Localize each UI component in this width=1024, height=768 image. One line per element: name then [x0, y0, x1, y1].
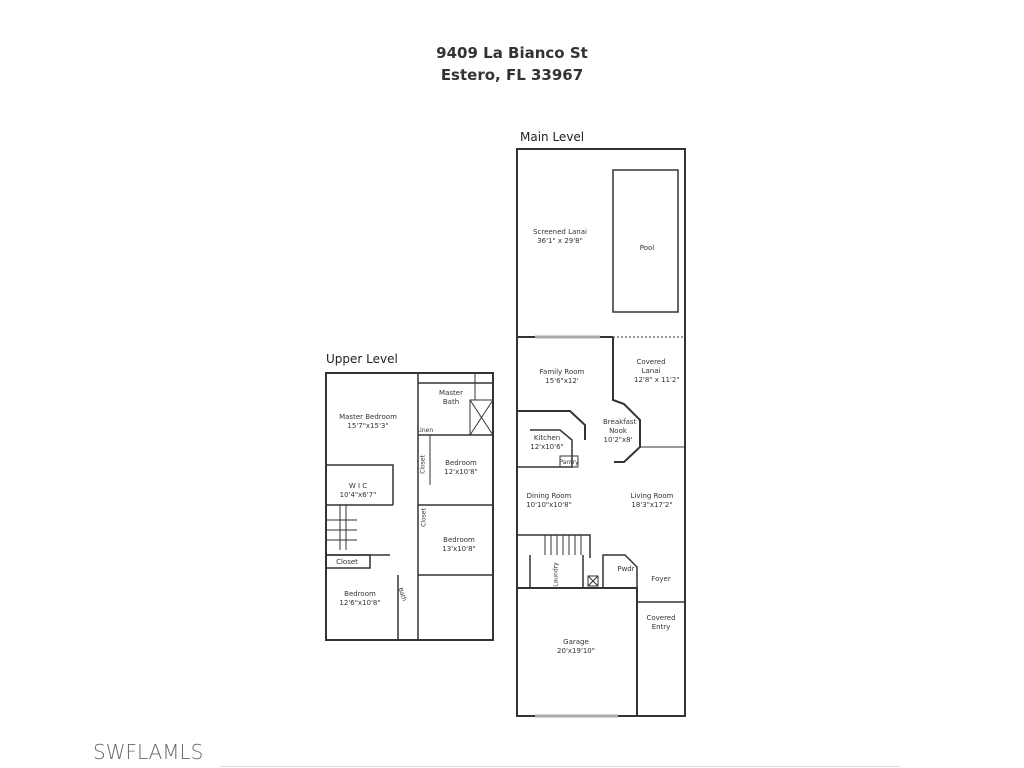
wall [602, 554, 638, 588]
pool-outline [612, 169, 679, 313]
room-size: 12'8" x 11'2" [634, 376, 680, 384]
room-name: Breakfast Nook [603, 418, 637, 435]
room-size: 12'x10'6" [530, 443, 564, 451]
room-name: Pantry [559, 459, 579, 466]
room-size: 10'10"x10'8" [526, 501, 572, 509]
room-name: Closet [419, 455, 427, 474]
room-closet: Closet [336, 558, 358, 567]
room-size: 15'6"x12' [545, 377, 579, 385]
room-name: Master Bedroom [339, 413, 397, 421]
main-level-label: Main Level [520, 130, 585, 144]
room-name: Bedroom [344, 590, 376, 598]
room-foyer: Foyer [651, 575, 670, 584]
room-name: Master Bath [439, 389, 463, 406]
room-size: 12'x10'8" [444, 468, 478, 476]
room-name: Living Room [630, 492, 674, 500]
hvac-icon [587, 575, 599, 587]
room-closet: Closet [420, 508, 429, 527]
room-size: 15'7"x15'3" [347, 422, 389, 430]
room-size: 36'1" x 29'8" [537, 237, 583, 245]
wall [612, 337, 641, 463]
room-covered-entry: Covered Entry [646, 614, 676, 632]
room-name: Covered Entry [646, 614, 676, 631]
room-name: Pool [639, 244, 655, 252]
address-line-1: 9409 La Bianco St [436, 44, 588, 62]
room-name: Screened Lanai [533, 228, 587, 236]
room-name: Laundry [552, 562, 560, 587]
watermark-logo: SWFLAMLS [93, 740, 204, 764]
room-laundry: Laundry [552, 562, 561, 586]
room-pantry: Pantry [559, 458, 578, 467]
room-name: Pwdr [617, 565, 635, 573]
upper-level-label: Upper Level [326, 352, 398, 366]
room-size: 10'4"x6'7" [339, 491, 377, 499]
room-size: 12'6"x10'8" [339, 599, 381, 607]
room-name: Foyer [651, 575, 671, 583]
kitchen-counter [517, 429, 573, 468]
room-pool: Pool [640, 244, 654, 253]
room-name: Dining Room [526, 492, 572, 500]
upper-level-outline [325, 372, 494, 641]
room-size: 18'3"x17'2" [631, 501, 673, 509]
pantry [559, 455, 579, 468]
room-name: Family Room [539, 368, 585, 376]
room-name: Covered Lanai [636, 358, 666, 375]
room-name: Garage [563, 638, 589, 646]
room-name: Linen [416, 427, 434, 434]
room-name: Closet [420, 508, 428, 527]
room-name: W I C [348, 482, 368, 490]
footer-divider [220, 766, 900, 767]
room-name: Bedroom [445, 459, 477, 467]
stairs [517, 534, 591, 558]
kitchen-counter [517, 410, 586, 440]
room-name: Closet [336, 558, 358, 566]
room-size: 20'x19'10" [557, 647, 595, 655]
room-name: Kitchen [533, 434, 561, 442]
room-powder: Pwdr [617, 565, 634, 574]
room-master-bath: Master Bath [438, 389, 464, 407]
room-size: 13'x10'8" [442, 545, 476, 553]
room-size: 10'2"x8' [603, 436, 633, 444]
room-name: Bedroom [443, 536, 475, 544]
room-linen: Linen [417, 426, 433, 435]
address-line-2: Estero, FL 33967 [440, 66, 584, 84]
room-closet: Closet [419, 455, 428, 474]
